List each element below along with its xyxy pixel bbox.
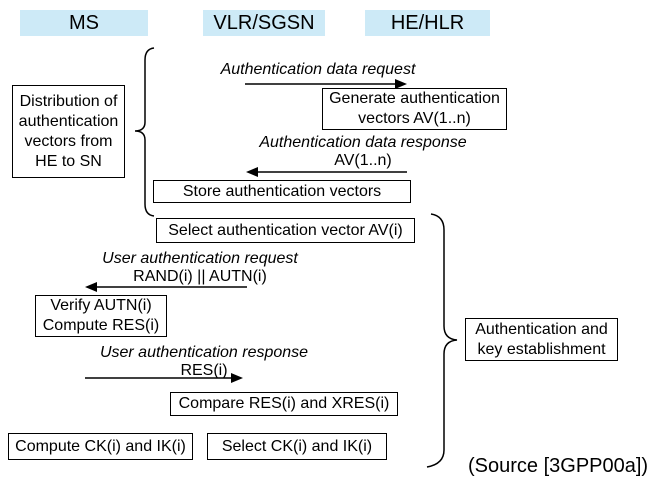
user-auth-response-text: User authentication response: [99, 344, 309, 361]
select-vector-box: Select authentication vector AV(i): [156, 218, 415, 243]
store-vectors-box: Store authentication vectors: [153, 180, 411, 203]
distribution-phase-brace: [134, 47, 155, 217]
authentication-phase-brace: [426, 213, 458, 468]
entity-header-ms: MS: [20, 10, 148, 36]
auth-data-request-label: Authentication data request: [203, 61, 433, 79]
auth-key-establishment-box: Authentication and key establishment: [465, 318, 618, 361]
generate-vectors-box: Generate authentication vectors AV(1..n): [322, 88, 507, 130]
entity-header-vlr-sgsn: VLR/SGSN: [203, 10, 325, 36]
compare-res-text: Compare RES(i) and XRES(i): [178, 395, 390, 412]
source-citation: (Source [3GPP00a]): [468, 455, 649, 477]
auth-data-request-text: Authentication data request: [220, 61, 416, 78]
verify-autn-line1: Verify AUTN(i): [50, 297, 152, 314]
auth-key-establishment-line1: Authentication and: [475, 320, 608, 338]
user-auth-request-label: User authentication request RAND(i) || A…: [75, 250, 325, 286]
select-ck-ik-text: Select CK(i) and IK(i): [221, 437, 373, 455]
distribution-box-line1: Distribution of: [19, 92, 118, 110]
auth-key-establishment-line2: key establishment: [477, 340, 606, 358]
select-ck-ik-box: Select CK(i) and IK(i): [207, 433, 387, 460]
verify-autn-line2: Compute RES(i): [42, 317, 160, 334]
user-auth-request-text: User authentication request: [102, 250, 298, 267]
distribution-box-line2: authentication: [18, 112, 119, 130]
verify-autn-box: Verify AUTN(i) Compute RES(i): [35, 295, 167, 337]
user-auth-response-label: User authentication response RES(i): [79, 344, 329, 380]
entity-header-he-hlr: HE/HLR: [365, 10, 490, 36]
generate-vectors-line2: vectors AV(1..n): [358, 110, 471, 127]
auth-data-response-text: Authentication data response: [259, 134, 467, 151]
auth-data-response-param: AV(1..n): [334, 152, 392, 169]
select-vector-text: Select authentication vector AV(i): [168, 221, 403, 239]
compute-ck-ik-box: Compute CK(i) and IK(i): [8, 433, 193, 460]
distribution-box: Distribution of authentication vectors f…: [12, 85, 125, 178]
user-auth-request-param: RAND(i) || AUTN(i): [133, 268, 267, 285]
compare-res-box: Compare RES(i) and XRES(i): [170, 392, 398, 416]
auth-data-response-label: Authentication data response AV(1..n): [238, 134, 488, 170]
distribution-box-line3: vectors from: [24, 132, 113, 150]
distribution-box-line4: HE to SN: [35, 152, 102, 170]
compute-ck-ik-text: Compute CK(i) and IK(i): [15, 437, 186, 455]
user-auth-response-param: RES(i): [180, 362, 228, 379]
generate-vectors-line1: Generate authentication: [329, 90, 500, 107]
store-vectors-text: Store authentication vectors: [182, 182, 382, 200]
